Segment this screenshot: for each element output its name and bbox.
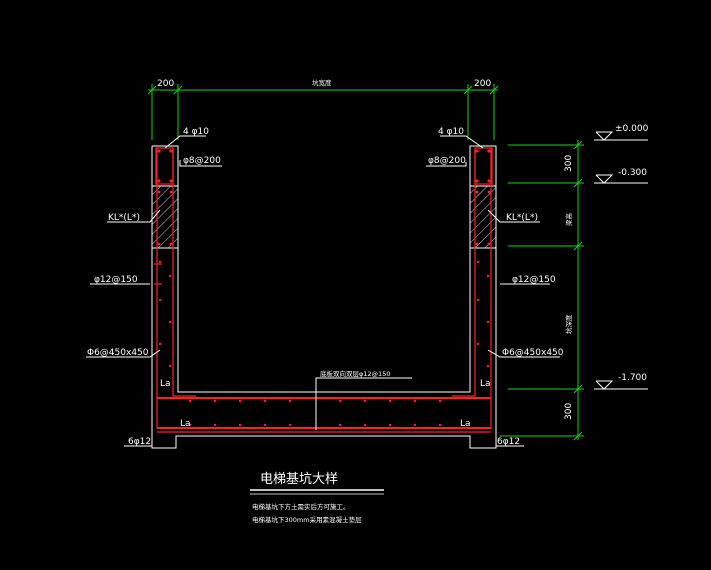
elevation-0: ±0.000 [615, 124, 649, 134]
label-bar-top-right: 4 φ10 [438, 127, 464, 137]
leader-lines [86, 135, 560, 447]
dim-top-mid: 坑宽度 [312, 78, 332, 87]
label-la-1: La [160, 379, 171, 389]
drawing-title: 电梯基坑大样 [260, 472, 338, 487]
label-tie-left: Φ6@450x450 [87, 348, 149, 358]
dim-top-right: 200 [474, 79, 491, 89]
elevation-1: -0.300 [618, 168, 647, 178]
label-la-2: La [180, 419, 191, 429]
label-tie-right: Φ6@450x450 [502, 348, 564, 358]
rebar-dots [157, 149, 491, 427]
dim-right-mid: 梁高 [564, 213, 573, 227]
label-stirrup-right: φ8@200 [428, 156, 466, 166]
label-beam-left: KL*(L*) [108, 213, 140, 223]
note-line-1: 电梯基坑下方土需实后方可施工。 [252, 502, 350, 511]
right-dimension-line [500, 140, 584, 441]
dim-right-low: 坑深度 [564, 314, 573, 334]
label-bottom-right: 6φ12 [497, 437, 520, 447]
dim-right-bottom: 300 [564, 403, 574, 420]
elevation-mark-2 [594, 380, 648, 390]
elevation-2: -1.700 [618, 373, 647, 383]
elevation-mark-1 [594, 174, 648, 184]
dim-right-top: 300 [564, 155, 574, 172]
label-wall-left: φ12@150 [94, 275, 138, 285]
label-beam-right: KL*(L*) [506, 213, 538, 223]
note-line-2: 电梯基坑下300mm采用素混凝土垫层 [252, 515, 362, 524]
label-wall-right: φ12@150 [512, 275, 556, 285]
top-dimension-line [147, 84, 499, 140]
label-bar-top-left: 4 φ10 [183, 127, 209, 137]
beam-left-section [151, 185, 179, 249]
pit-outline [151, 145, 497, 449]
label-la-3: La [480, 379, 491, 389]
label-la-4: La [460, 419, 471, 429]
dim-top-left: 200 [157, 79, 174, 89]
label-bottom-left: 6φ12 [128, 437, 151, 447]
label-slab: 底板双向双层φ12@150 [320, 369, 390, 378]
elevation-mark-0 [594, 131, 648, 141]
beam-right-section [469, 185, 497, 249]
label-stirrup-left: φ8@200 [183, 156, 221, 166]
rebar-bottom-slab [157, 397, 491, 433]
